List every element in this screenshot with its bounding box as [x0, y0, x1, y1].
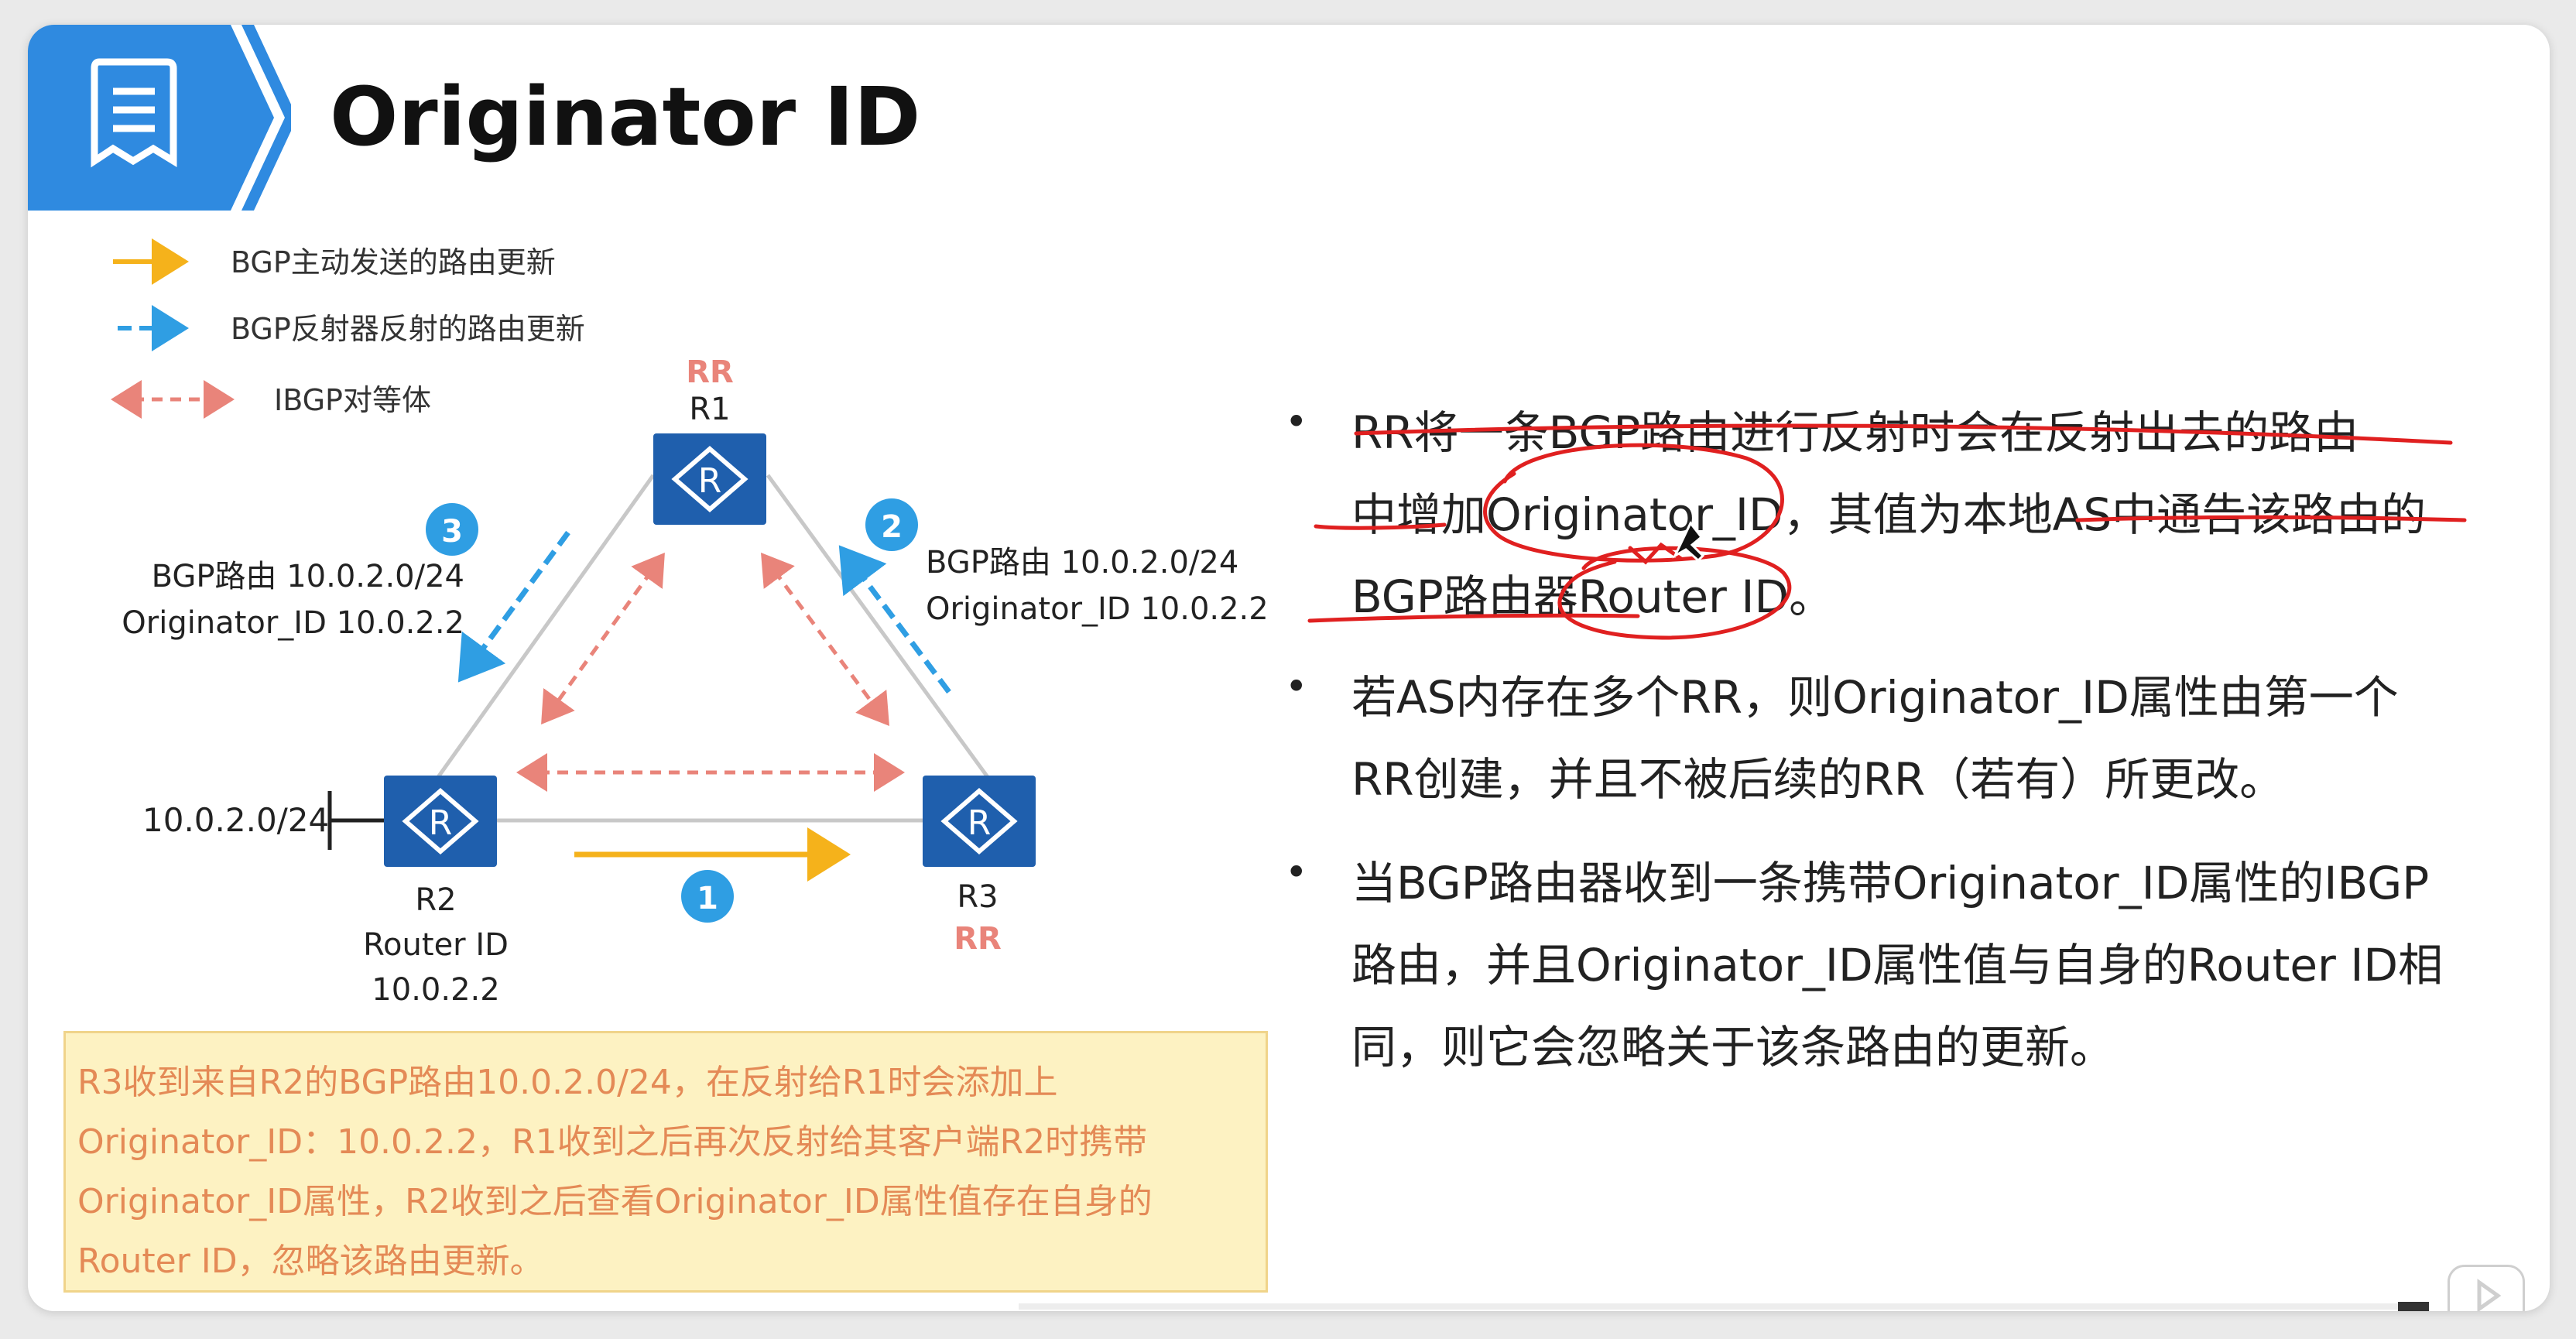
r1-name-label: R1 — [689, 392, 730, 427]
bullet-2-line-2: RR创建，并且不被后续的RR（若有）所更改。 — [1351, 753, 2285, 806]
bullet-3-line-2: 路由，并且Originator_ID属性值与自身的Router ID相 — [1351, 939, 2444, 991]
bullet-3-line-1: 当BGP路由器收到一条携带Originator_ID属性的IBGP — [1351, 857, 2430, 909]
r2-router-id-label: Router ID — [363, 927, 509, 963]
note-box — [63, 1031, 1268, 1293]
r1-role-label: RR — [686, 354, 734, 390]
peer-arrow-r1-r3 — [761, 552, 889, 727]
bullet-1: RR将一条BGP路由进行反射时会在反射出去的路由 中增加Originator_I… — [1351, 392, 2489, 638]
step-badge-2: 2 — [865, 498, 918, 551]
r2-network-label: 10.0.2.0/24 — [142, 801, 329, 839]
router-r1[interactable]: R — [653, 433, 766, 525]
legend: BGP主动发送的路由更新 BGP反射器反射的路由更新 IBGP对等体 — [111, 238, 585, 419]
r2-router-id-value: 10.0.2.2 — [372, 972, 499, 1008]
peer-arrow-r1-r2 — [541, 552, 665, 725]
router-icon — [653, 433, 766, 525]
svg-text:R: R — [429, 803, 453, 843]
bullet-1-line-3: BGP路由器Router ID。 — [1351, 570, 1834, 623]
r3-role-label: RR — [954, 921, 1002, 957]
note-text: R3收到来自R2的BGP路由10.0.2.0/24，在反射给R1时会添加上 Or… — [77, 1053, 1254, 1291]
step-badge-3: 3 — [426, 503, 478, 556]
bullet-1-line-1: RR将一条BGP路由进行反射时会在反射出去的路由 — [1351, 406, 2359, 459]
router-r2[interactable]: R — [384, 776, 497, 867]
reflected-update-arrow-r1-r2 — [457, 530, 570, 683]
header-chevron — [242, 25, 291, 211]
header-icon-block — [28, 25, 291, 211]
step-3-originator-label: Originator_ID 10.0.2.2 — [122, 605, 464, 641]
legend-label-ibgp-peer: IBGP对等体 — [274, 383, 431, 417]
page-title: Originator ID — [330, 70, 921, 164]
r2-name-label: R2 — [415, 882, 456, 918]
bullet-dot: • — [1285, 850, 1308, 895]
bullet-dot: • — [1285, 399, 1308, 444]
svg-text:2: 2 — [881, 509, 903, 545]
scrollbar-track[interactable] — [1019, 1303, 2427, 1310]
reflected-update-arrow-r3-r1 — [838, 545, 951, 694]
step-3-route-label: BGP路由 10.0.2.0/24 — [152, 559, 464, 594]
svg-text:3: 3 — [441, 514, 463, 550]
header-banner — [28, 25, 274, 211]
svg-text:R: R — [968, 803, 992, 843]
legend-label-active-update: BGP主动发送的路由更新 — [231, 245, 556, 279]
cursor-icon — [1672, 521, 1705, 563]
bullet-2-line-1: 若AS内存在多个RR，则Originator_ID属性由第一个 — [1351, 671, 2399, 724]
router-r3[interactable]: R — [923, 776, 1036, 867]
scrollbar-thumb[interactable] — [2398, 1302, 2429, 1311]
step-badge-1: 1 — [681, 870, 734, 923]
bullet-2: 若AS内存在多个RR，则Originator_ID属性由第一个 RR创建，并且不… — [1351, 656, 2489, 820]
document-icon — [91, 58, 177, 168]
play-button[interactable] — [2448, 1265, 2525, 1311]
router-icon — [923, 776, 1036, 867]
svg-text:R: R — [698, 461, 722, 501]
step-2-route-label: BGP路由 10.0.2.0/24 — [926, 545, 1238, 580]
play-icon — [2477, 1279, 2502, 1311]
slide: Originator ID BGP主动发送的路由更新 BGP反射器反射的路由更新… — [28, 25, 2550, 1311]
note-line-3: Originator_ID属性，R2收到之后查看Originator_ID属性值… — [77, 1182, 1153, 1221]
note-line-4: Router ID，忽略该路由更新。 — [77, 1241, 544, 1281]
network-diagram: BGP主动发送的路由更新 BGP反射器反射的路由更新 IBGP对等体 10.0.… — [111, 238, 1269, 1008]
router-icon — [384, 776, 497, 867]
note-line-1: R3收到来自R2的BGP路由10.0.2.0/24，在反射给R1时会添加上 — [77, 1063, 1058, 1102]
r3-name-label: R3 — [957, 879, 998, 915]
bullet-3: 当BGP路由器收到一条携带Originator_ID属性的IBGP 路由，并且O… — [1351, 842, 2489, 1088]
step-2-originator-label: Originator_ID 10.0.2.2 — [926, 591, 1269, 627]
legend-label-reflected-update: BGP反射器反射的路由更新 — [231, 312, 585, 346]
bullet-dot: • — [1285, 664, 1308, 709]
ibgp-peer-arrows — [516, 552, 905, 792]
bullet-3-line-3: 同，则它会忽略关于该条路由的更新。 — [1351, 1021, 2115, 1074]
bullet-1-line-2: 中增加Originator_ID，其值为本地AS中通告该路由的 — [1351, 488, 2427, 541]
note-line-2: Originator_ID：10.0.2.2，R1收到之后再次反射给其客户端R2… — [77, 1122, 1148, 1162]
svg-text:1: 1 — [697, 881, 718, 916]
